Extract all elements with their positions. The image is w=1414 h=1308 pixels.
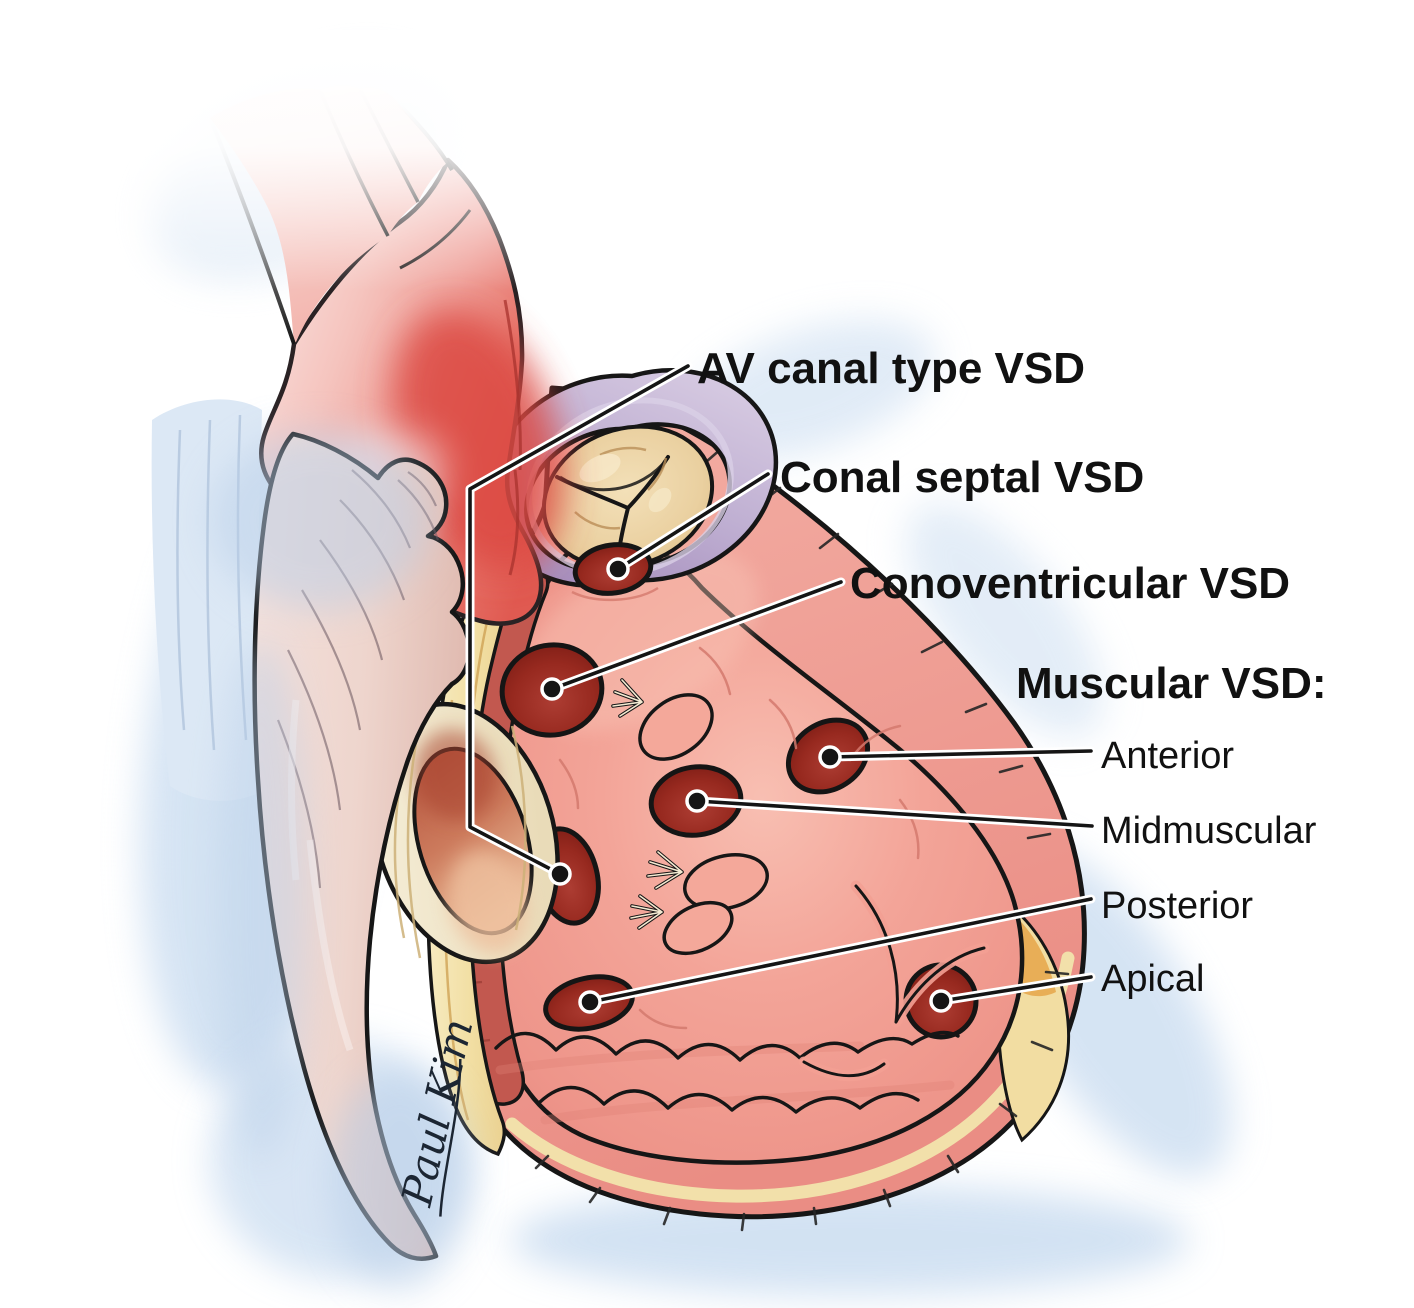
papillary-muscles xyxy=(611,678,769,956)
label-muscular-vsd-heading: Muscular VSD: xyxy=(1016,659,1327,708)
label-av-canal-type-vsd: AV canal type VSD xyxy=(697,344,1085,393)
interior-creases xyxy=(558,646,920,1030)
label-posterior: Posterior xyxy=(1101,885,1253,927)
label-apical: Apical xyxy=(1101,958,1205,1000)
label-conoventricular-vsd: Conoventricular VSD xyxy=(850,559,1290,608)
labels: AV canal type VSD Conal septal VSD Conov… xyxy=(697,344,1327,1000)
leader-anterior xyxy=(825,746,1096,762)
leader-av-canal xyxy=(465,361,693,879)
leader-conoventricular xyxy=(547,577,846,694)
apex-muscle-columns xyxy=(798,880,990,1082)
leader-dots xyxy=(540,557,953,1014)
label-midmuscular: Midmuscular xyxy=(1101,810,1317,852)
label-conal-septal-vsd: Conal septal VSD xyxy=(780,453,1144,502)
label-anterior: Anterior xyxy=(1101,735,1234,777)
leader-apical xyxy=(936,972,1096,1006)
leader-midmuscular xyxy=(692,796,1097,831)
trabeculations xyxy=(494,1030,960,1125)
leader-conal-septal xyxy=(613,469,773,574)
leader-posterior xyxy=(585,894,1096,1007)
tricuspid-annulus xyxy=(370,701,560,965)
aorta-top-fade xyxy=(130,30,530,290)
leader-lines xyxy=(465,361,1097,1014)
right-atrium xyxy=(210,430,472,1290)
